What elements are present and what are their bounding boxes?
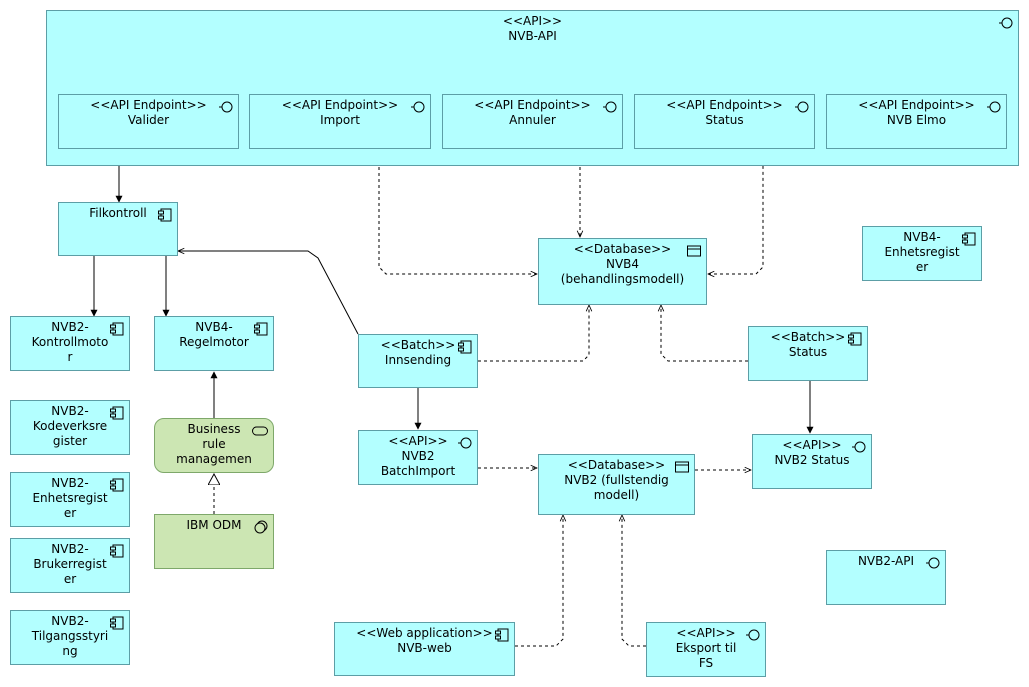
component-icon — [495, 628, 509, 642]
interface-icon — [999, 17, 1013, 29]
component-icon — [110, 544, 124, 558]
edge-innsending-filkontroll — [178, 251, 359, 335]
interface-icon — [458, 437, 472, 449]
component-icon — [110, 616, 124, 630]
node-business-rule-management[interactable]: Business rule managemen — [154, 418, 274, 473]
node-label: NVB2- Brukerregist er — [33, 542, 107, 586]
component-icon — [848, 332, 862, 346]
node-nvb2-kodeverksregister[interactable]: NVB2- Kodeverksre gister — [10, 400, 130, 455]
node-label: Status — [705, 113, 744, 127]
node-stereotype: <<Batch>> — [380, 338, 456, 352]
node-stereotype: <<API>> — [676, 626, 736, 640]
component-icon — [110, 478, 124, 492]
node-nvb2-database[interactable]: <<Database>> NVB2 (fullstendig modell) — [538, 454, 695, 515]
edge-web-nvb2 — [515, 515, 563, 647]
system-software-icon — [254, 520, 268, 534]
node-label: Annuler — [509, 113, 556, 127]
node-stereotype: <<API>> — [782, 438, 842, 452]
node-nvb4-regelmotor[interactable]: NVB4- Regelmotor — [154, 316, 274, 371]
edge-eksport-nvb2 — [622, 515, 646, 647]
node-label: NVB2-API — [857, 554, 915, 568]
node-label: Eksport til FS — [675, 641, 737, 670]
interface-icon — [219, 101, 233, 113]
edge-import-nvb4 — [378, 149, 537, 274]
interface-icon — [926, 557, 940, 569]
component-icon — [458, 340, 472, 354]
node-endpoint-annuler[interactable]: <<API Endpoint>> Annuler — [442, 94, 623, 149]
node-endpoint-valider[interactable]: <<API Endpoint>> Valider — [58, 94, 239, 149]
node-stereotype: <<Database>> — [573, 242, 672, 256]
component-icon — [962, 232, 976, 246]
node-label: Filkontroll — [89, 206, 147, 220]
node-api-batchimport[interactable]: <<API>> NVB2 BatchImport — [358, 430, 478, 485]
node-endpoint-nvb-elmo[interactable]: <<API Endpoint>> NVB Elmo — [826, 94, 1007, 149]
node-api-eksport-fs[interactable]: <<API>> Eksport til FS — [646, 622, 766, 677]
edge-batchstatus-nvb4 — [661, 305, 748, 362]
node-stereotype: <<API>> — [388, 434, 448, 448]
node-label: NVB2- Kontrollmoto r — [31, 320, 109, 364]
component-icon — [158, 208, 172, 222]
database-icon — [675, 461, 689, 473]
node-batch-innsending[interactable]: <<Batch>> Innsending — [358, 334, 478, 388]
node-label: Status — [788, 345, 828, 359]
node-stereotype: <<API Endpoint>> — [90, 98, 207, 112]
node-nvb2-api[interactable]: NVB2-API — [826, 550, 946, 605]
node-stereotype: <<API>> — [502, 14, 563, 28]
node-label: NVB2 Status — [774, 453, 850, 467]
node-label: NVB-API — [508, 29, 557, 43]
edge-innsending-nvb4 — [478, 305, 589, 362]
node-label: NVB4- Regelmotor — [179, 320, 249, 349]
component-icon — [254, 322, 268, 336]
component-icon — [110, 322, 124, 336]
node-batch-status[interactable]: <<Batch>> Status — [748, 326, 868, 381]
node-label: NVB2- Enhetsregist er — [32, 476, 108, 520]
node-label: NVB2 (fullstendig modell) — [564, 473, 669, 502]
node-label: NVB-web — [397, 641, 452, 655]
node-label: Valider — [127, 113, 170, 127]
node-label: Import — [320, 113, 360, 127]
interface-icon — [795, 101, 809, 113]
node-label: NVB4- Enhetsregist er — [884, 230, 960, 274]
node-nvb4-database[interactable]: <<Database>> NVB4 (behandlingsmodell) — [538, 238, 707, 305]
node-stereotype: <<API Endpoint>> — [474, 98, 591, 112]
node-nvb2-tilgangsstyring[interactable]: NVB2- Tilgangsstyri ng — [10, 610, 130, 665]
node-nvb4-enhetsregister[interactable]: NVB4- Enhetsregist er — [862, 226, 982, 281]
interface-icon — [603, 101, 617, 113]
interface-icon — [746, 629, 760, 641]
node-stereotype: <<API Endpoint>> — [858, 98, 975, 112]
service-icon — [252, 426, 268, 436]
node-nvb2-kontrollmotor[interactable]: NVB2- Kontrollmoto r — [10, 316, 130, 371]
node-label: NVB2- Tilgangsstyri ng — [31, 614, 109, 658]
node-stereotype: <<Batch>> — [770, 330, 846, 344]
edge-nvb4-status — [708, 149, 763, 274]
database-icon — [687, 245, 701, 257]
node-stereotype: <<Database>> — [567, 458, 666, 472]
component-icon — [110, 406, 124, 420]
node-nvb2-brukerregister[interactable]: NVB2- Brukerregist er — [10, 538, 130, 593]
node-endpoint-status[interactable]: <<API Endpoint>> Status — [634, 94, 815, 149]
interface-icon — [411, 101, 425, 113]
node-api-nvb2-status[interactable]: <<API>> NVB2 Status — [752, 434, 872, 489]
interface-icon — [852, 441, 866, 453]
node-endpoint-import[interactable]: <<API Endpoint>> Import — [249, 94, 431, 149]
node-stereotype: <<Web application>> — [356, 626, 493, 640]
node-label: Innsending — [384, 353, 452, 367]
node-label: NVB2 BatchImport — [380, 449, 456, 478]
node-label: NVB2- Kodeverksre gister — [32, 404, 108, 448]
node-filkontroll[interactable]: Filkontroll — [58, 202, 178, 256]
node-label: NVB Elmo — [886, 113, 947, 127]
node-label: Business rule managemen — [176, 422, 252, 466]
node-stereotype: <<API Endpoint>> — [666, 98, 783, 112]
node-label: NVB4 (behandlingsmodell) — [560, 257, 685, 286]
node-nvb2-enhetsregister[interactable]: NVB2- Enhetsregist er — [10, 472, 130, 527]
interface-icon — [987, 101, 1001, 113]
node-nvb-web[interactable]: <<Web application>> NVB-web — [334, 622, 515, 676]
node-ibm-odm[interactable]: IBM ODM — [154, 514, 274, 569]
node-stereotype: <<API Endpoint>> — [281, 98, 399, 112]
node-label: IBM ODM — [186, 518, 242, 532]
